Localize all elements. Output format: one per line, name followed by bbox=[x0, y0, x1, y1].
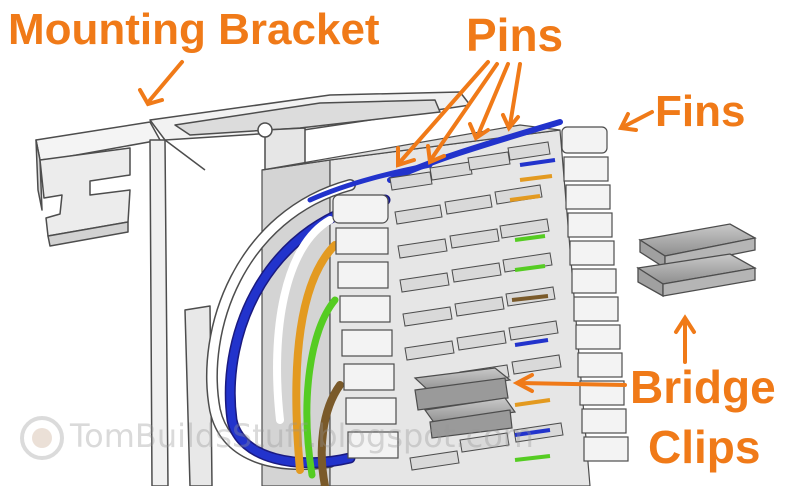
label-bridge: Bridge bbox=[630, 361, 776, 413]
wires bbox=[206, 119, 563, 490]
watermark-logo bbox=[20, 416, 64, 460]
left-fin-column bbox=[332, 194, 399, 459]
arrow-pin-2 bbox=[430, 62, 499, 160]
label-fins: Fins bbox=[655, 87, 746, 136]
loose-bridge-clips bbox=[636, 223, 757, 298]
arrow-pin-4 bbox=[508, 62, 522, 127]
right-fin-column bbox=[561, 126, 629, 462]
wire-green bbox=[303, 296, 339, 479]
arrow-pin-3 bbox=[476, 62, 510, 137]
label-mounting-bracket: Mounting Bracket bbox=[8, 5, 380, 54]
watermark-text: TomBuildsStuff.blogspot.com bbox=[70, 417, 534, 455]
pin-rows bbox=[389, 141, 564, 471]
annotation-arrows bbox=[138, 60, 696, 393]
mounting-bracket bbox=[35, 91, 471, 487]
arrow-bridge-clips-left bbox=[518, 381, 627, 387]
wire-blue-top bbox=[387, 119, 563, 183]
wire-terminations bbox=[509, 158, 556, 462]
label-pins: Pins bbox=[466, 9, 564, 61]
arrow-fins bbox=[623, 110, 654, 128]
arrow-pin-1 bbox=[398, 60, 490, 164]
wire-brown bbox=[317, 381, 344, 490]
wire-orange bbox=[292, 241, 339, 474]
label-clips: Clips bbox=[648, 421, 761, 473]
wire-white-2 bbox=[273, 216, 334, 424]
installed-bridge-clips bbox=[413, 367, 517, 439]
arrow-mounting-bracket bbox=[148, 60, 184, 102]
